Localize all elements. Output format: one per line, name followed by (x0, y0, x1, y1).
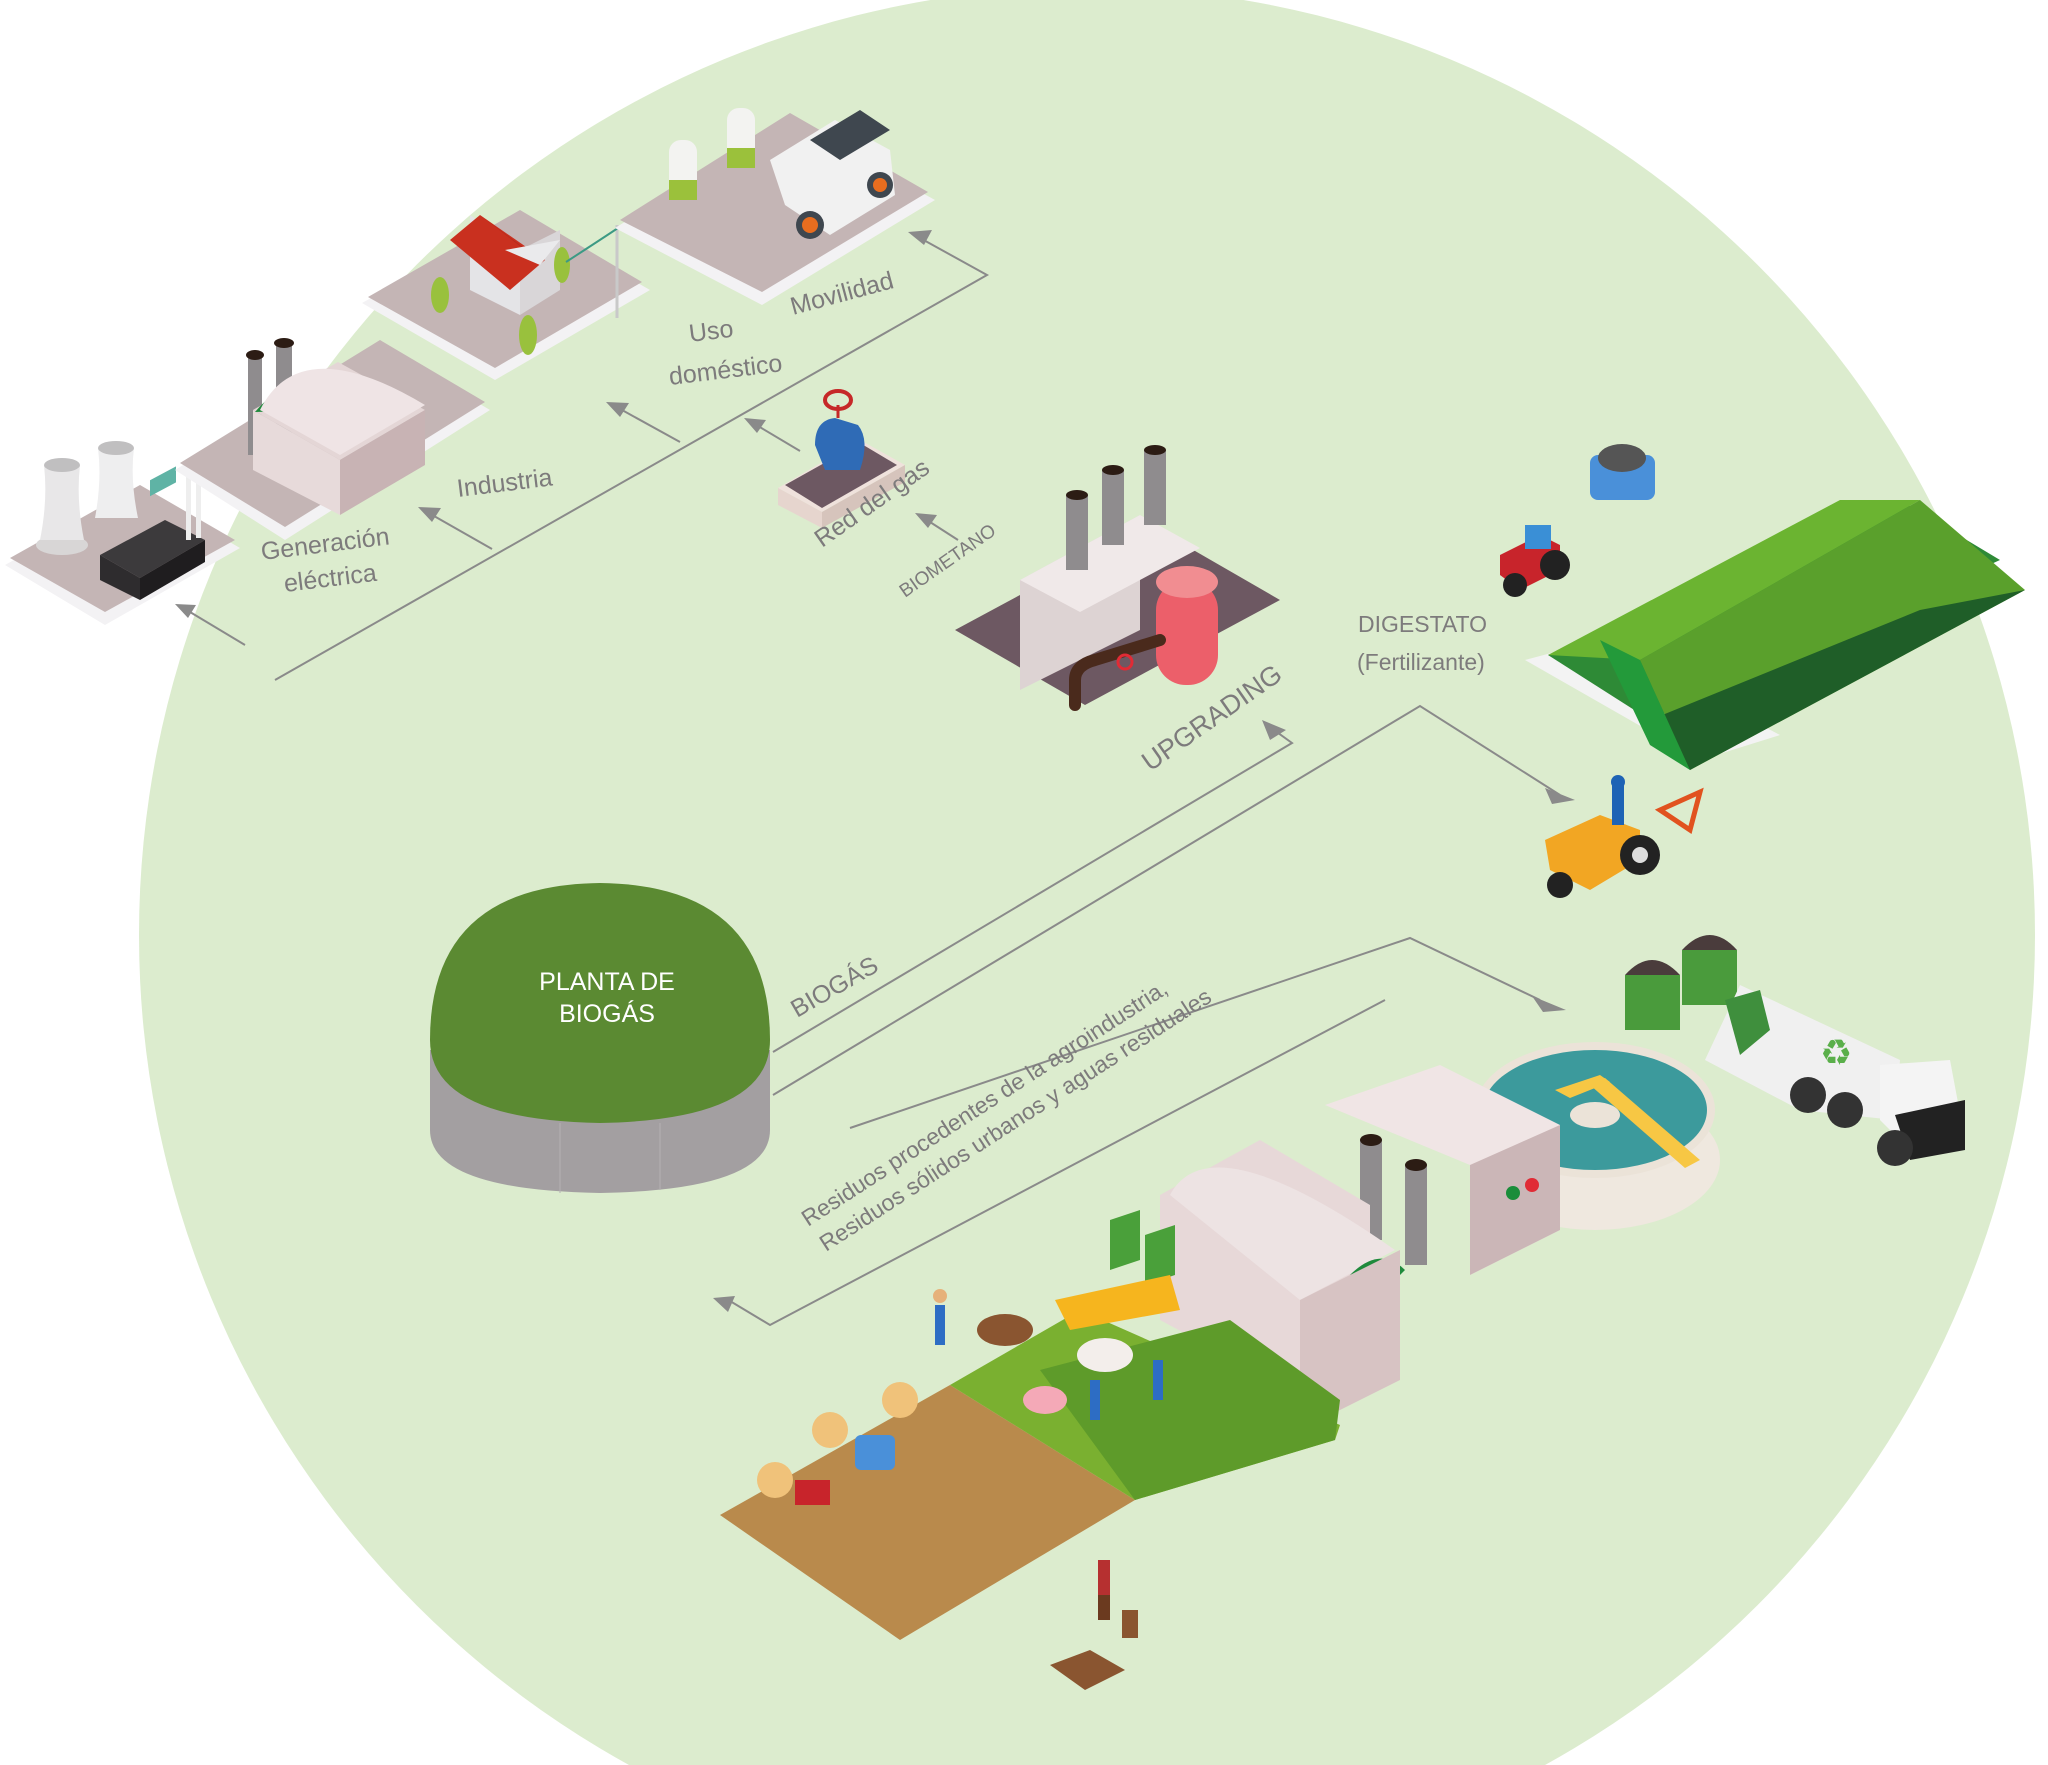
industry-illustration (175, 338, 490, 540)
background-circle (139, 0, 2035, 1765)
digestato-arrow (1545, 788, 1575, 804)
uso-label-line1: Uso (687, 315, 735, 348)
red-gas-arrow (744, 418, 766, 433)
farm-illustration (720, 1275, 1340, 1640)
industria-branch (433, 515, 493, 550)
generacion-branch (189, 611, 246, 646)
tractor-baler-illustration (1500, 444, 1655, 597)
digestato-label-line2: (Fertilizante) (1357, 649, 1485, 675)
residuos-line-bottom (724, 999, 1386, 1327)
gas-valve-illustration (778, 389, 905, 528)
biogas-plant-node[interactable]: PLANTA DE BIOGÁS (430, 883, 770, 1193)
power-plant-illustration (5, 441, 240, 625)
house-illustration (362, 210, 650, 380)
lumberjack-illustration (1050, 1560, 1138, 1690)
biometano-arrow (915, 513, 937, 528)
waste-containers-illustration (1625, 935, 1737, 1030)
tractor-driver-illustration (1545, 775, 1704, 898)
biometano-branch (929, 521, 959, 541)
flow-lines (175, 230, 1575, 1327)
distribution-line (274, 237, 990, 681)
upgrading-arrow (1262, 720, 1286, 740)
plant-label-line1: PLANTA DE (539, 968, 675, 996)
digestato-label-line1: DIGESTATO (1358, 611, 1487, 637)
barn-illustration (1525, 500, 2025, 770)
movilidad-arrow (908, 230, 932, 245)
uso-arrow (606, 402, 629, 417)
residuos-in-arrow (713, 1296, 735, 1312)
ev-charging-illustration (615, 108, 935, 305)
uso-branch (621, 409, 681, 443)
industria-arrow (418, 507, 441, 522)
garbage-truck-illustration: ♻ (1705, 985, 1965, 1166)
digestato-line (772, 704, 1561, 1096)
residuos-out-arrow (1532, 996, 1566, 1012)
plant-label-line2: BIOGÁS (559, 999, 655, 1028)
residuos-line-top (849, 936, 1541, 1129)
upgrading-plant-illustration (955, 445, 1280, 711)
recycle-icon: ♻ (1820, 1032, 1852, 1073)
red-gas-branch (757, 425, 801, 452)
generacion-arrow (175, 604, 196, 618)
